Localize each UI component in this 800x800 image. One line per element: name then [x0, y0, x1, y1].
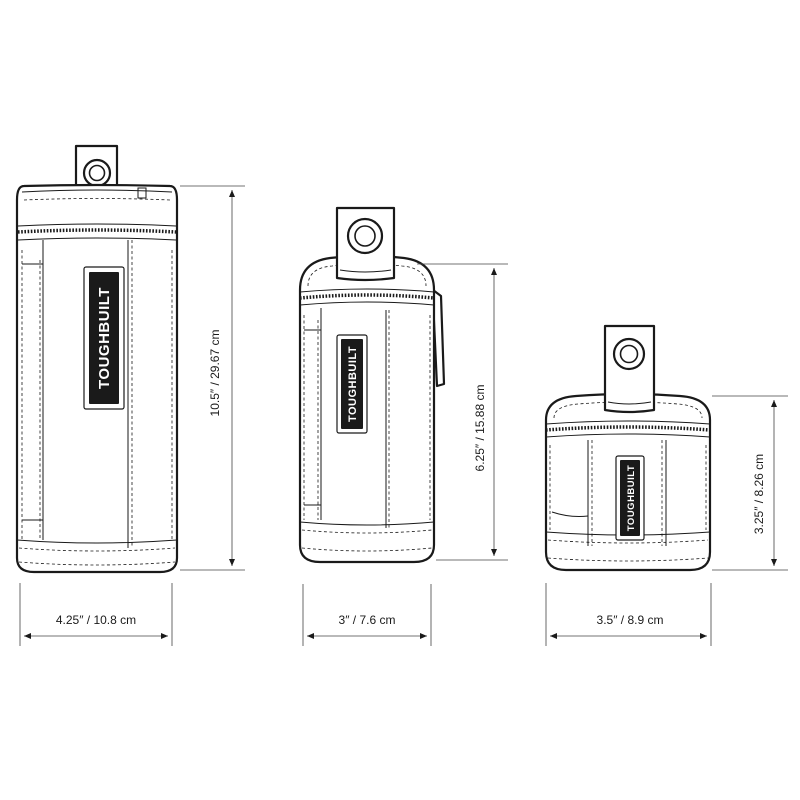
small-pouch: TOUGHBUILT: [544, 324, 712, 572]
medium-height-dimension: 6.25″ / 15.88 cm: [417, 263, 508, 561]
medium-width-dimension: 3″ / 7.6 cm: [302, 584, 432, 646]
large-height-dimension: 10.5″ / 29.67 cm: [180, 185, 245, 571]
medium-pouch-brand-badge: TOUGHBUILT: [336, 334, 368, 434]
small-pouch-hanging-tab: [603, 324, 656, 414]
small-height-dimension: 3.25″ / 8.26 cm: [712, 395, 788, 571]
medium-pouch-hanging-tab: [335, 206, 396, 282]
medium-height-label: 6.25″ / 15.88 cm: [473, 385, 487, 472]
large-pouch-brand-label: TOUGHBUILT: [96, 287, 113, 389]
small-width-label: 3.5″ / 8.9 cm: [597, 613, 664, 627]
large-pouch: TOUGHBUILT: [15, 144, 179, 574]
medium-pouch-zipper: [299, 293, 435, 300]
large-pouch-brand-badge: TOUGHBUILT: [83, 266, 125, 410]
medium-pouch: TOUGHBUILT: [298, 206, 446, 564]
large-width-dimension: 4.25″ / 10.8 cm: [19, 583, 173, 646]
small-pouch-brand-badge: TOUGHBUILT: [615, 455, 645, 541]
small-width-dimension: 3.5″ / 8.9 cm: [545, 583, 712, 646]
small-pouch-brand-label: TOUGHBUILT: [626, 465, 637, 531]
medium-width-label: 3″ / 7.6 cm: [339, 613, 396, 627]
small-pouch-zipper: [545, 425, 711, 432]
small-height-label: 3.25″ / 8.26 cm: [752, 454, 766, 534]
large-width-label: 4.25″ / 10.8 cm: [56, 613, 136, 627]
medium-pouch-brand-label: TOUGHBUILT: [347, 346, 359, 422]
large-height-label: 10.5″ / 29.67 cm: [208, 330, 222, 417]
